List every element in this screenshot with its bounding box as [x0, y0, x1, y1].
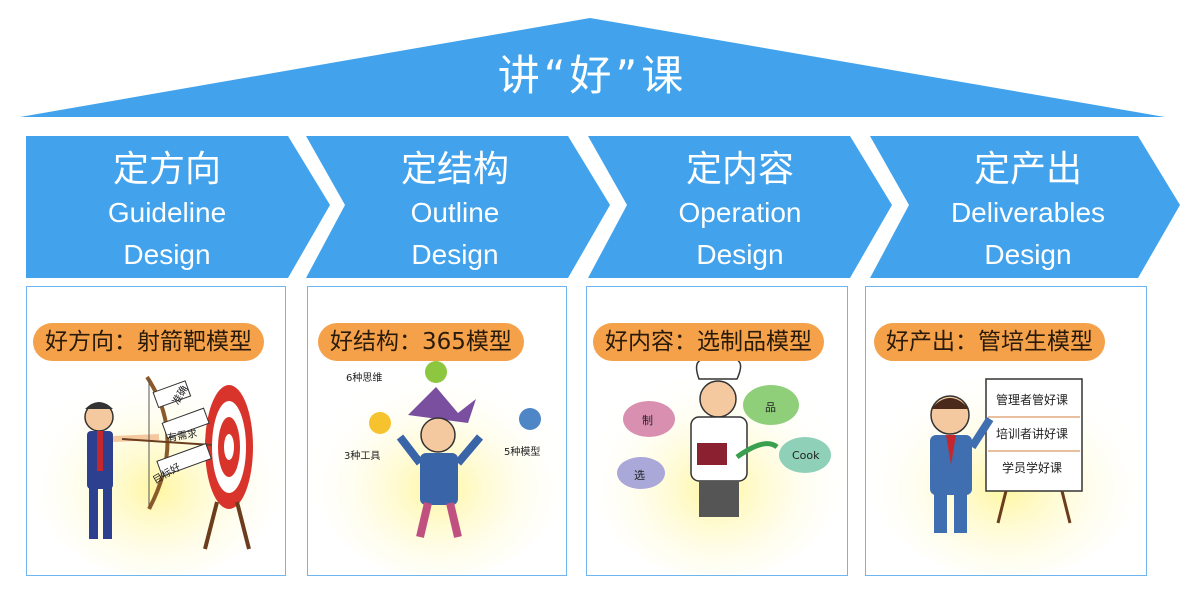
board-item-2: 培训者讲好课	[996, 427, 1069, 441]
model-label-2: 好结构：365模型	[318, 323, 524, 361]
chef-icon	[690, 351, 779, 517]
stage-2-en2: Design	[411, 239, 499, 270]
presenter-icon	[930, 395, 994, 533]
panel-guideline: 好方向：射箭靶模型 准确 有需求 目标好	[26, 286, 286, 576]
cloud-label-4: Cook	[792, 449, 820, 462]
chevron-1	[26, 136, 330, 278]
stage-2-heading: 定结构 Outline Design	[340, 148, 570, 276]
stage-arrows	[26, 136, 1180, 278]
target-icon	[203, 385, 253, 550]
stage-1-en1: Guideline	[107, 197, 227, 228]
stage-4-heading: 定产出 Deliverables Design	[913, 148, 1143, 276]
stage-4-en2: Design	[984, 239, 1072, 270]
stage-4-en1: Deliverables	[950, 197, 1106, 228]
stage-1-cn: 定方向	[112, 149, 221, 190]
model-label-1: 好方向：射箭靶模型	[33, 323, 264, 361]
panel-1-illustration	[27, 357, 285, 575]
roof-shape	[20, 18, 1165, 117]
ball-yellow-icon	[369, 412, 391, 434]
cloud-purple-icon	[617, 457, 665, 489]
cloud-green-icon	[743, 385, 799, 425]
chevron-4	[870, 136, 1180, 278]
panel-2-illustration	[308, 357, 566, 575]
ball-blue-icon	[519, 408, 541, 430]
stage-2-en1: Outline	[410, 197, 500, 228]
cloud-label-3: 品	[765, 401, 776, 414]
chevron-2	[306, 136, 610, 278]
panel-deliverables: 好产出：管培生模型 管理者管好课 培训者讲好课 学员学好课	[865, 286, 1147, 576]
stage-3-en2: Design	[696, 239, 784, 270]
board-item-1: 管理者管好课	[996, 393, 1069, 407]
model-label-4: 好产出：管培生模型	[874, 323, 1105, 361]
stage-4-cn: 定产出	[973, 149, 1082, 190]
bubble-label-1: 6种思维	[346, 373, 383, 384]
stage-3-cn: 定内容	[685, 149, 794, 190]
stage-1-en2: Design	[123, 239, 211, 270]
archer-icon	[84, 375, 213, 539]
cloud-teal-icon	[779, 437, 831, 473]
bubble-label-2: 3种工具	[344, 451, 381, 462]
model-label-3: 好内容：选制品模型	[593, 323, 824, 361]
jester-icon	[396, 387, 484, 538]
stage-3-heading: 定内容 Operation Design	[625, 148, 855, 276]
chevron-3	[588, 136, 892, 278]
stage-2-cn: 定结构	[400, 149, 509, 190]
panel-4-illustration	[866, 357, 1146, 575]
ball-green-icon	[425, 361, 447, 383]
roof-title: 讲“好”课	[497, 51, 688, 100]
cloud-label-1: 制	[642, 414, 653, 427]
panel-3-illustration	[587, 351, 847, 575]
bubble-label-3: 5种模型	[504, 447, 541, 458]
panel-operation: 好内容：选制品模型 制 选 品 Cook	[586, 286, 848, 576]
stage-1-heading: 定方向 Guideline Design	[52, 148, 282, 276]
stage-3-en1: Operation	[678, 197, 802, 228]
cloud-label-2: 选	[634, 469, 645, 482]
target-labels	[152, 380, 212, 478]
cloud-pink-icon	[623, 401, 675, 437]
board-item-3: 学员学好课	[1002, 461, 1063, 475]
panel-outline: 好结构：365模型 6种思维 3种工具 5种模型	[307, 286, 567, 576]
flipchart-icon	[985, 378, 1083, 524]
